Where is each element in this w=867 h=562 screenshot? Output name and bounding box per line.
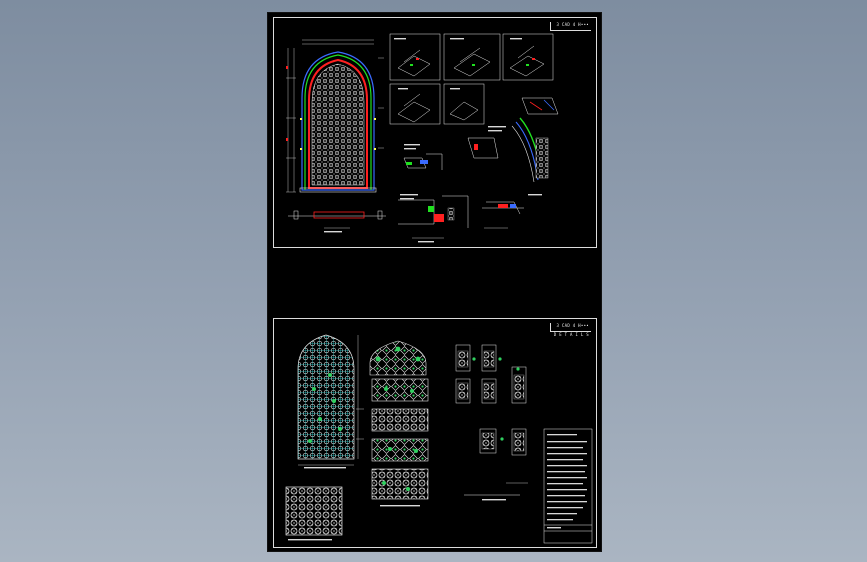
titleblock-text: 3 CAD 4 H••• — [556, 323, 589, 328]
drawing-canvas[interactable]: 3 CAD 4 H••• — [267, 12, 602, 552]
titleblock-top: 3 CAD 4 H••• — [550, 22, 591, 31]
sheet-bottom[interactable]: 3 CAD 4 H••• D E T A I L S — [273, 318, 597, 548]
lattice-pattern-icon — [297, 334, 355, 460]
arch-window-elevation-icon — [299, 51, 377, 193]
titleblock-bottom: 3 CAD 4 H••• D E T A I L S — [550, 323, 591, 337]
sheet-top[interactable]: 3 CAD 4 H••• — [273, 17, 597, 248]
top-sheet-drawing — [286, 33, 559, 243]
titleblock-text: 3 CAD 4 H••• — [556, 22, 589, 27]
titleblock-subtitle: D E T A I L S — [553, 332, 589, 337]
bottom-sheet-drawing — [285, 334, 593, 544]
